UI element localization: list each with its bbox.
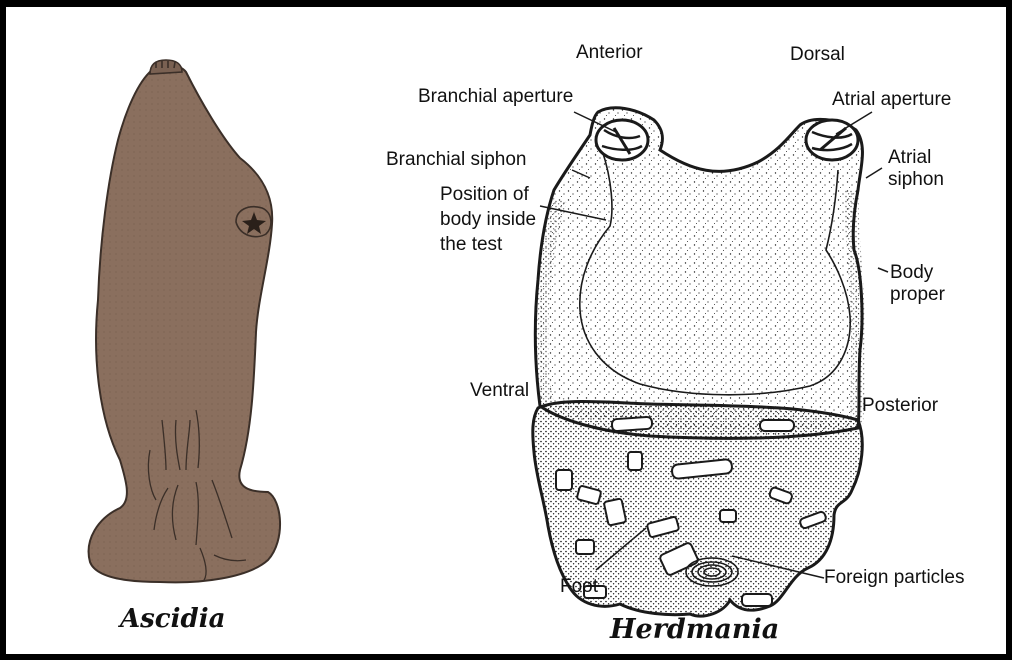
caption-herdmania: Herdmania — [610, 614, 779, 645]
label-dorsal: Dorsal — [790, 44, 845, 66]
caption-ascidia: Ascidia — [120, 604, 225, 634]
label-atrial-aperture: Atrial aperture — [832, 89, 951, 111]
label-foreign-particles: Foreign particles — [824, 567, 964, 589]
label-foot: Foot — [560, 576, 598, 598]
ascidia-oral-siphon — [150, 60, 182, 74]
label-body-proper: Body proper — [890, 262, 970, 306]
label-atrial-siphon: Atrial siphon — [888, 147, 964, 191]
label-branchial-siphon: Branchial siphon — [386, 149, 526, 171]
label-ventral: Ventral — [470, 380, 529, 402]
herdmania-illustration — [533, 108, 888, 616]
label-posterior: Posterior — [862, 395, 938, 417]
ascidia-illustration — [89, 60, 280, 582]
label-position-of-body: Position of body inside the test — [440, 182, 558, 257]
label-anterior: Anterior — [576, 42, 643, 64]
label-branchial-aperture: Branchial aperture — [418, 86, 573, 108]
